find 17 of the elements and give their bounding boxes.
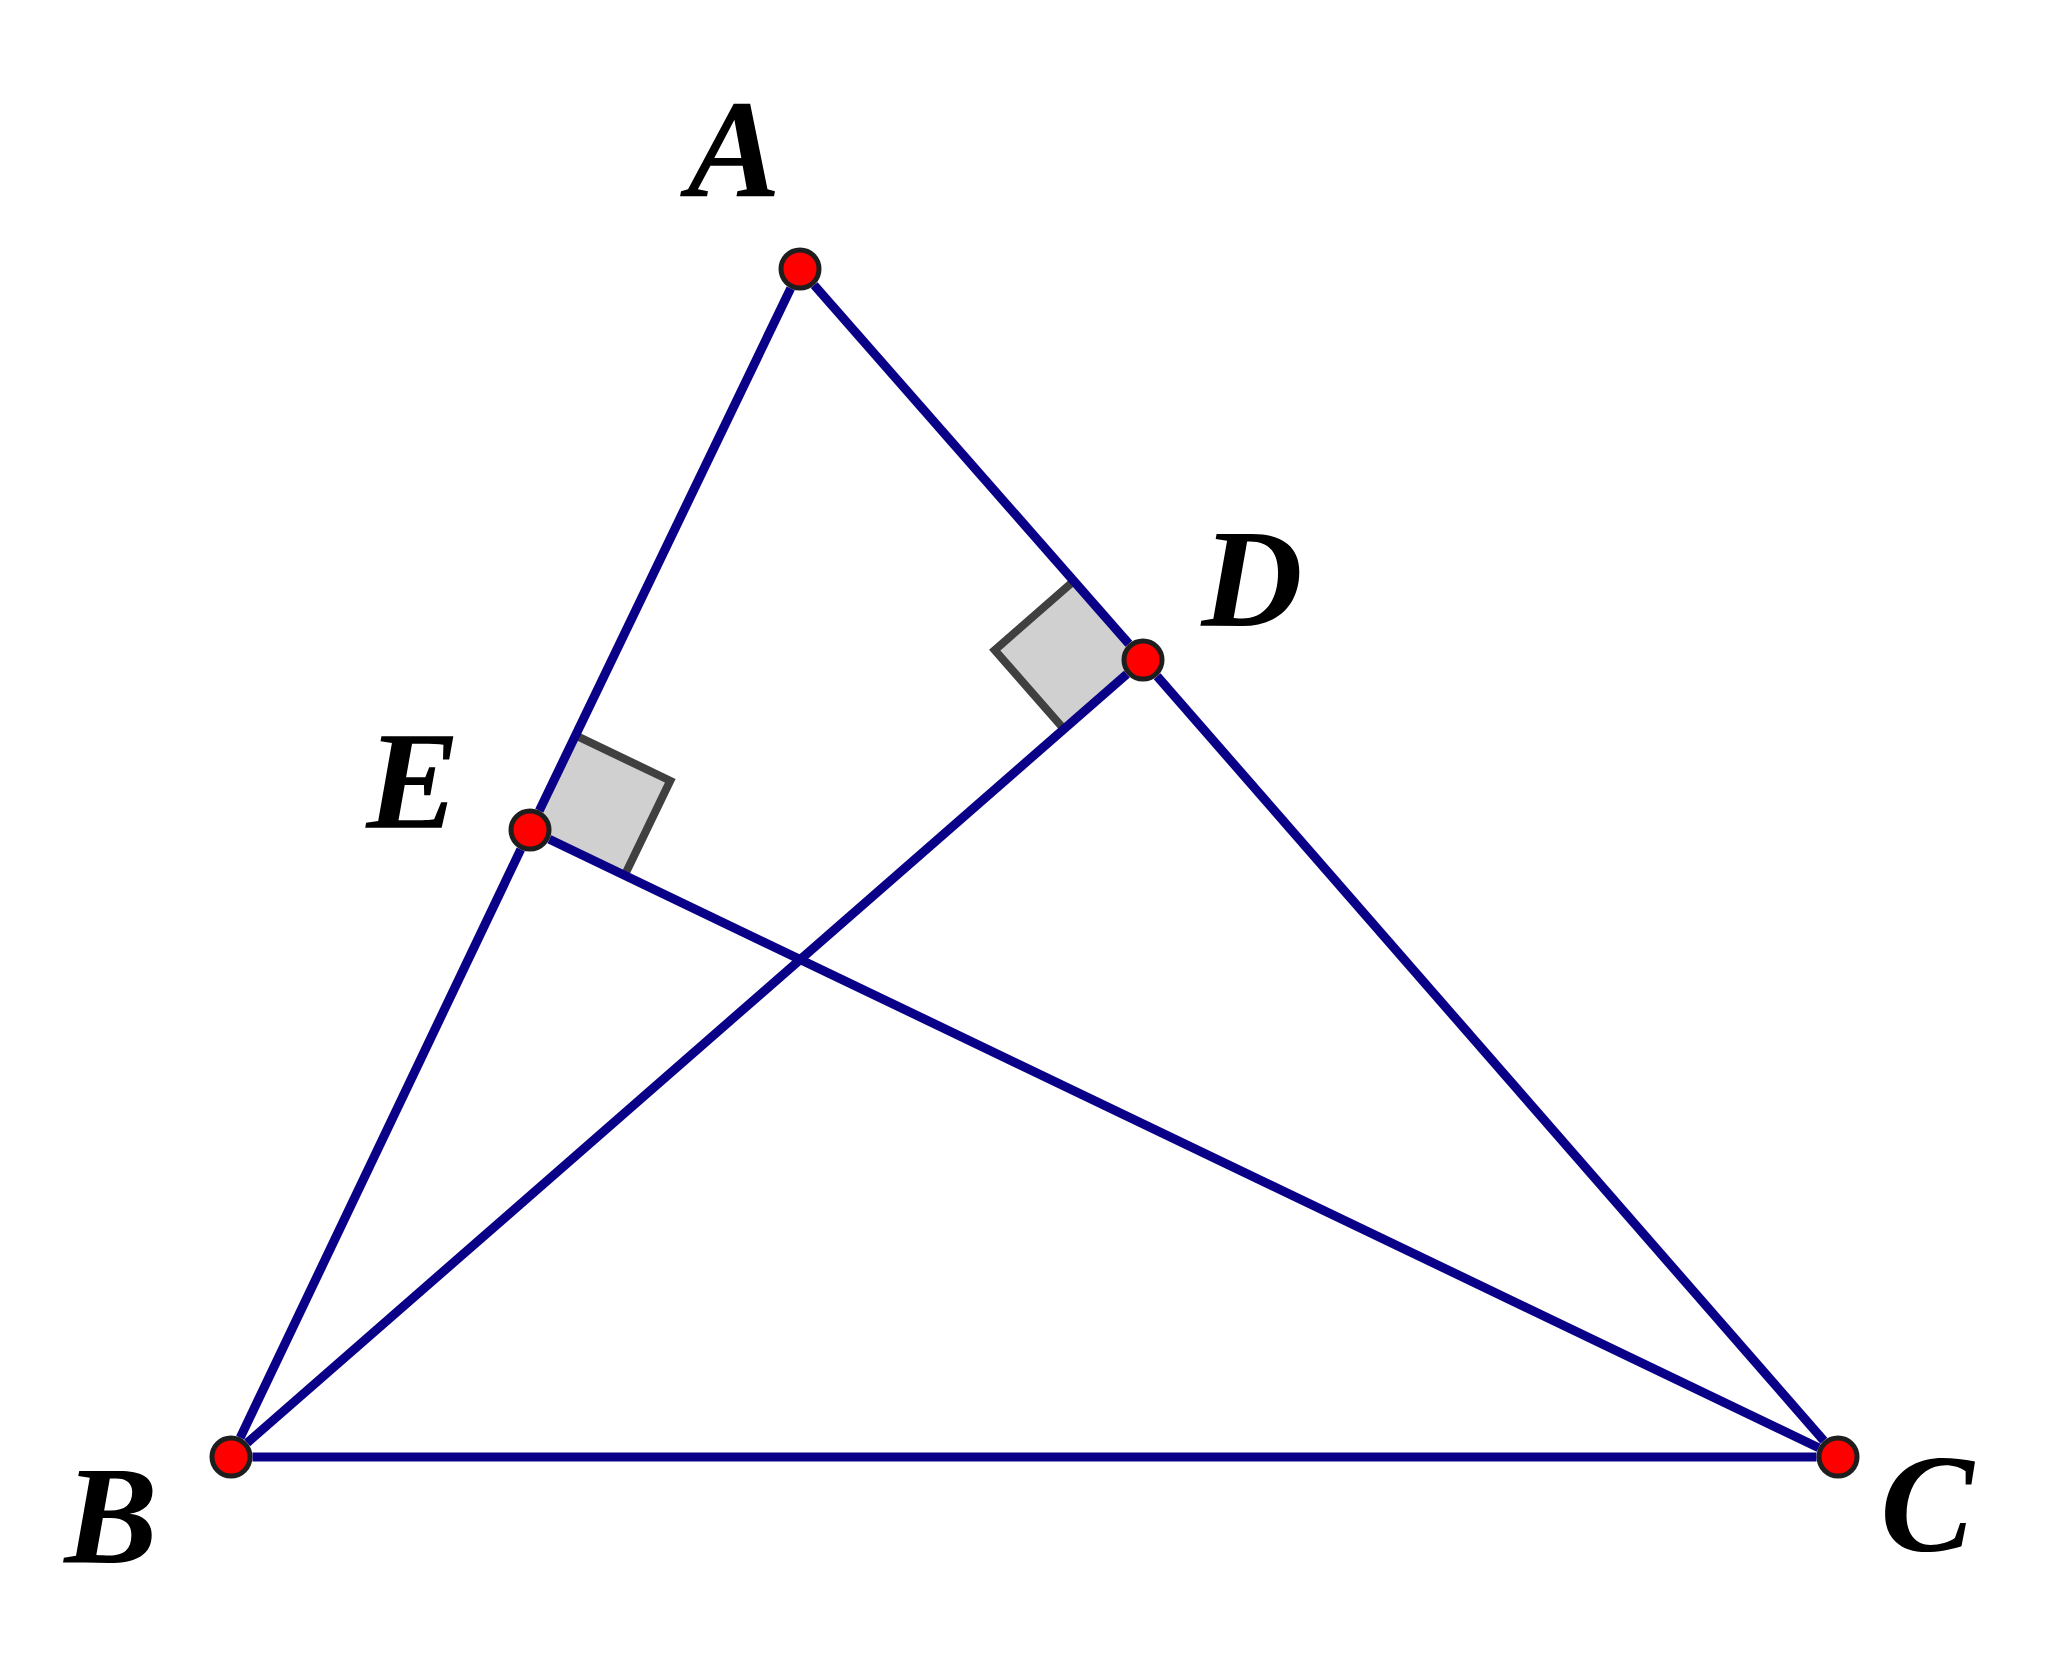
line-segment	[244, 670, 1130, 1447]
line-segment	[252, 1452, 1817, 1462]
point-label: C	[1885, 1457, 1975, 1553]
point-label: D	[1200, 534, 1300, 626]
point-label: B	[63, 1470, 153, 1563]
point	[778, 247, 822, 291]
point	[209, 1435, 253, 1479]
point	[1816, 1435, 1860, 1479]
point-label: A	[680, 103, 775, 197]
line-segment	[535, 286, 795, 813]
point	[1121, 638, 1165, 682]
line-segment	[810, 282, 1133, 647]
point	[508, 808, 552, 852]
line-segment	[236, 847, 525, 1440]
point-label: E	[365, 736, 454, 828]
line-segment	[1153, 673, 1828, 1444]
line-segment	[547, 835, 1821, 1452]
